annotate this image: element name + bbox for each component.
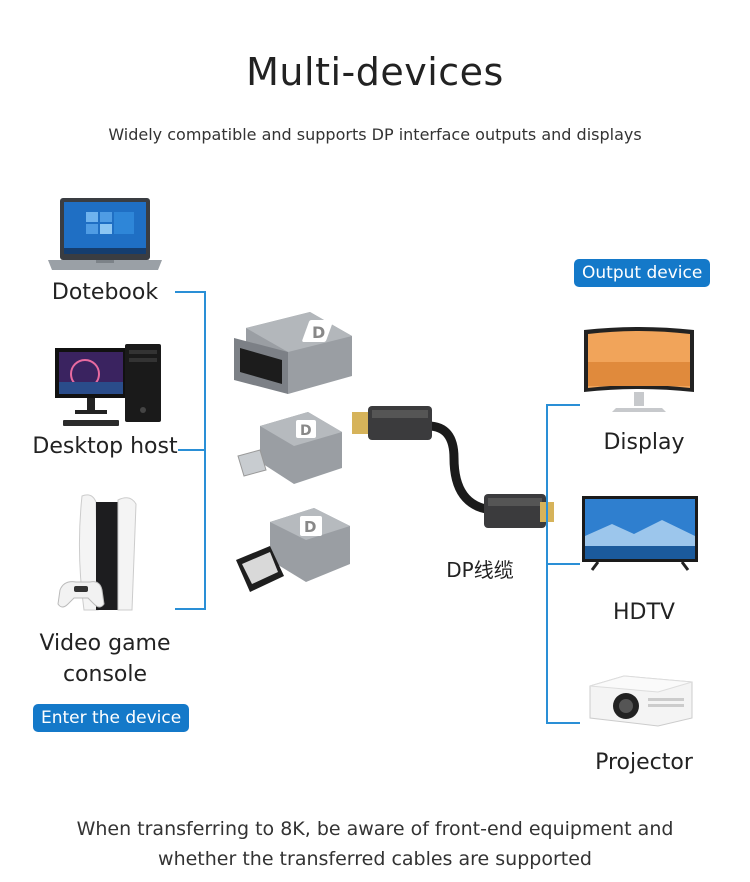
input-connector-line [175,608,206,610]
svg-text:D: D [312,323,325,342]
page-title: Multi-devices [246,50,504,94]
laptop-icon [46,196,164,272]
svg-text:D: D [304,518,316,536]
device-label-console: Video game console [20,628,190,690]
footer-note-line1: When transferring to 8K, be aware of fro… [76,818,674,840]
desktop-icon [55,344,165,430]
output-connector-line [546,722,580,724]
input-connector-line [178,449,206,451]
footer-note: When transferring to 8K, be aware of fro… [0,814,750,874]
input-bracket-line [204,291,206,610]
page-subtitle: Widely compatible and supports DP interf… [108,125,642,144]
device-label-projector: Projector [595,750,693,775]
projector-icon [584,672,696,728]
input-connector-line [175,291,206,293]
device-label-console-line2: console [62,662,148,687]
output-connector-line [546,404,580,406]
monitor-icon [582,326,696,416]
cable-label: DP线缆 [446,558,514,582]
dp-male-adapter-icon: D [236,506,352,598]
dp-female-adapter-icon: D [232,308,354,398]
device-label-display: Display [603,430,685,455]
device-label-desktop: Desktop host [32,434,178,459]
game-console-icon [56,492,146,616]
tv-icon [582,496,698,572]
footer-note-line2: whether the transferred cables are suppo… [158,848,592,870]
mini-dp-adapter-icon: D [237,410,344,490]
output-connector-line [546,563,580,565]
device-label-notebook: Dotebook [51,280,159,305]
output-badge: Output device [574,259,711,287]
dp-cable-icon [344,398,554,538]
svg-text:D: D [300,423,312,439]
input-badge: Enter the device [33,704,190,732]
device-label-hdtv: HDTV [613,600,675,625]
device-label-console-line1: Video game [39,631,171,656]
